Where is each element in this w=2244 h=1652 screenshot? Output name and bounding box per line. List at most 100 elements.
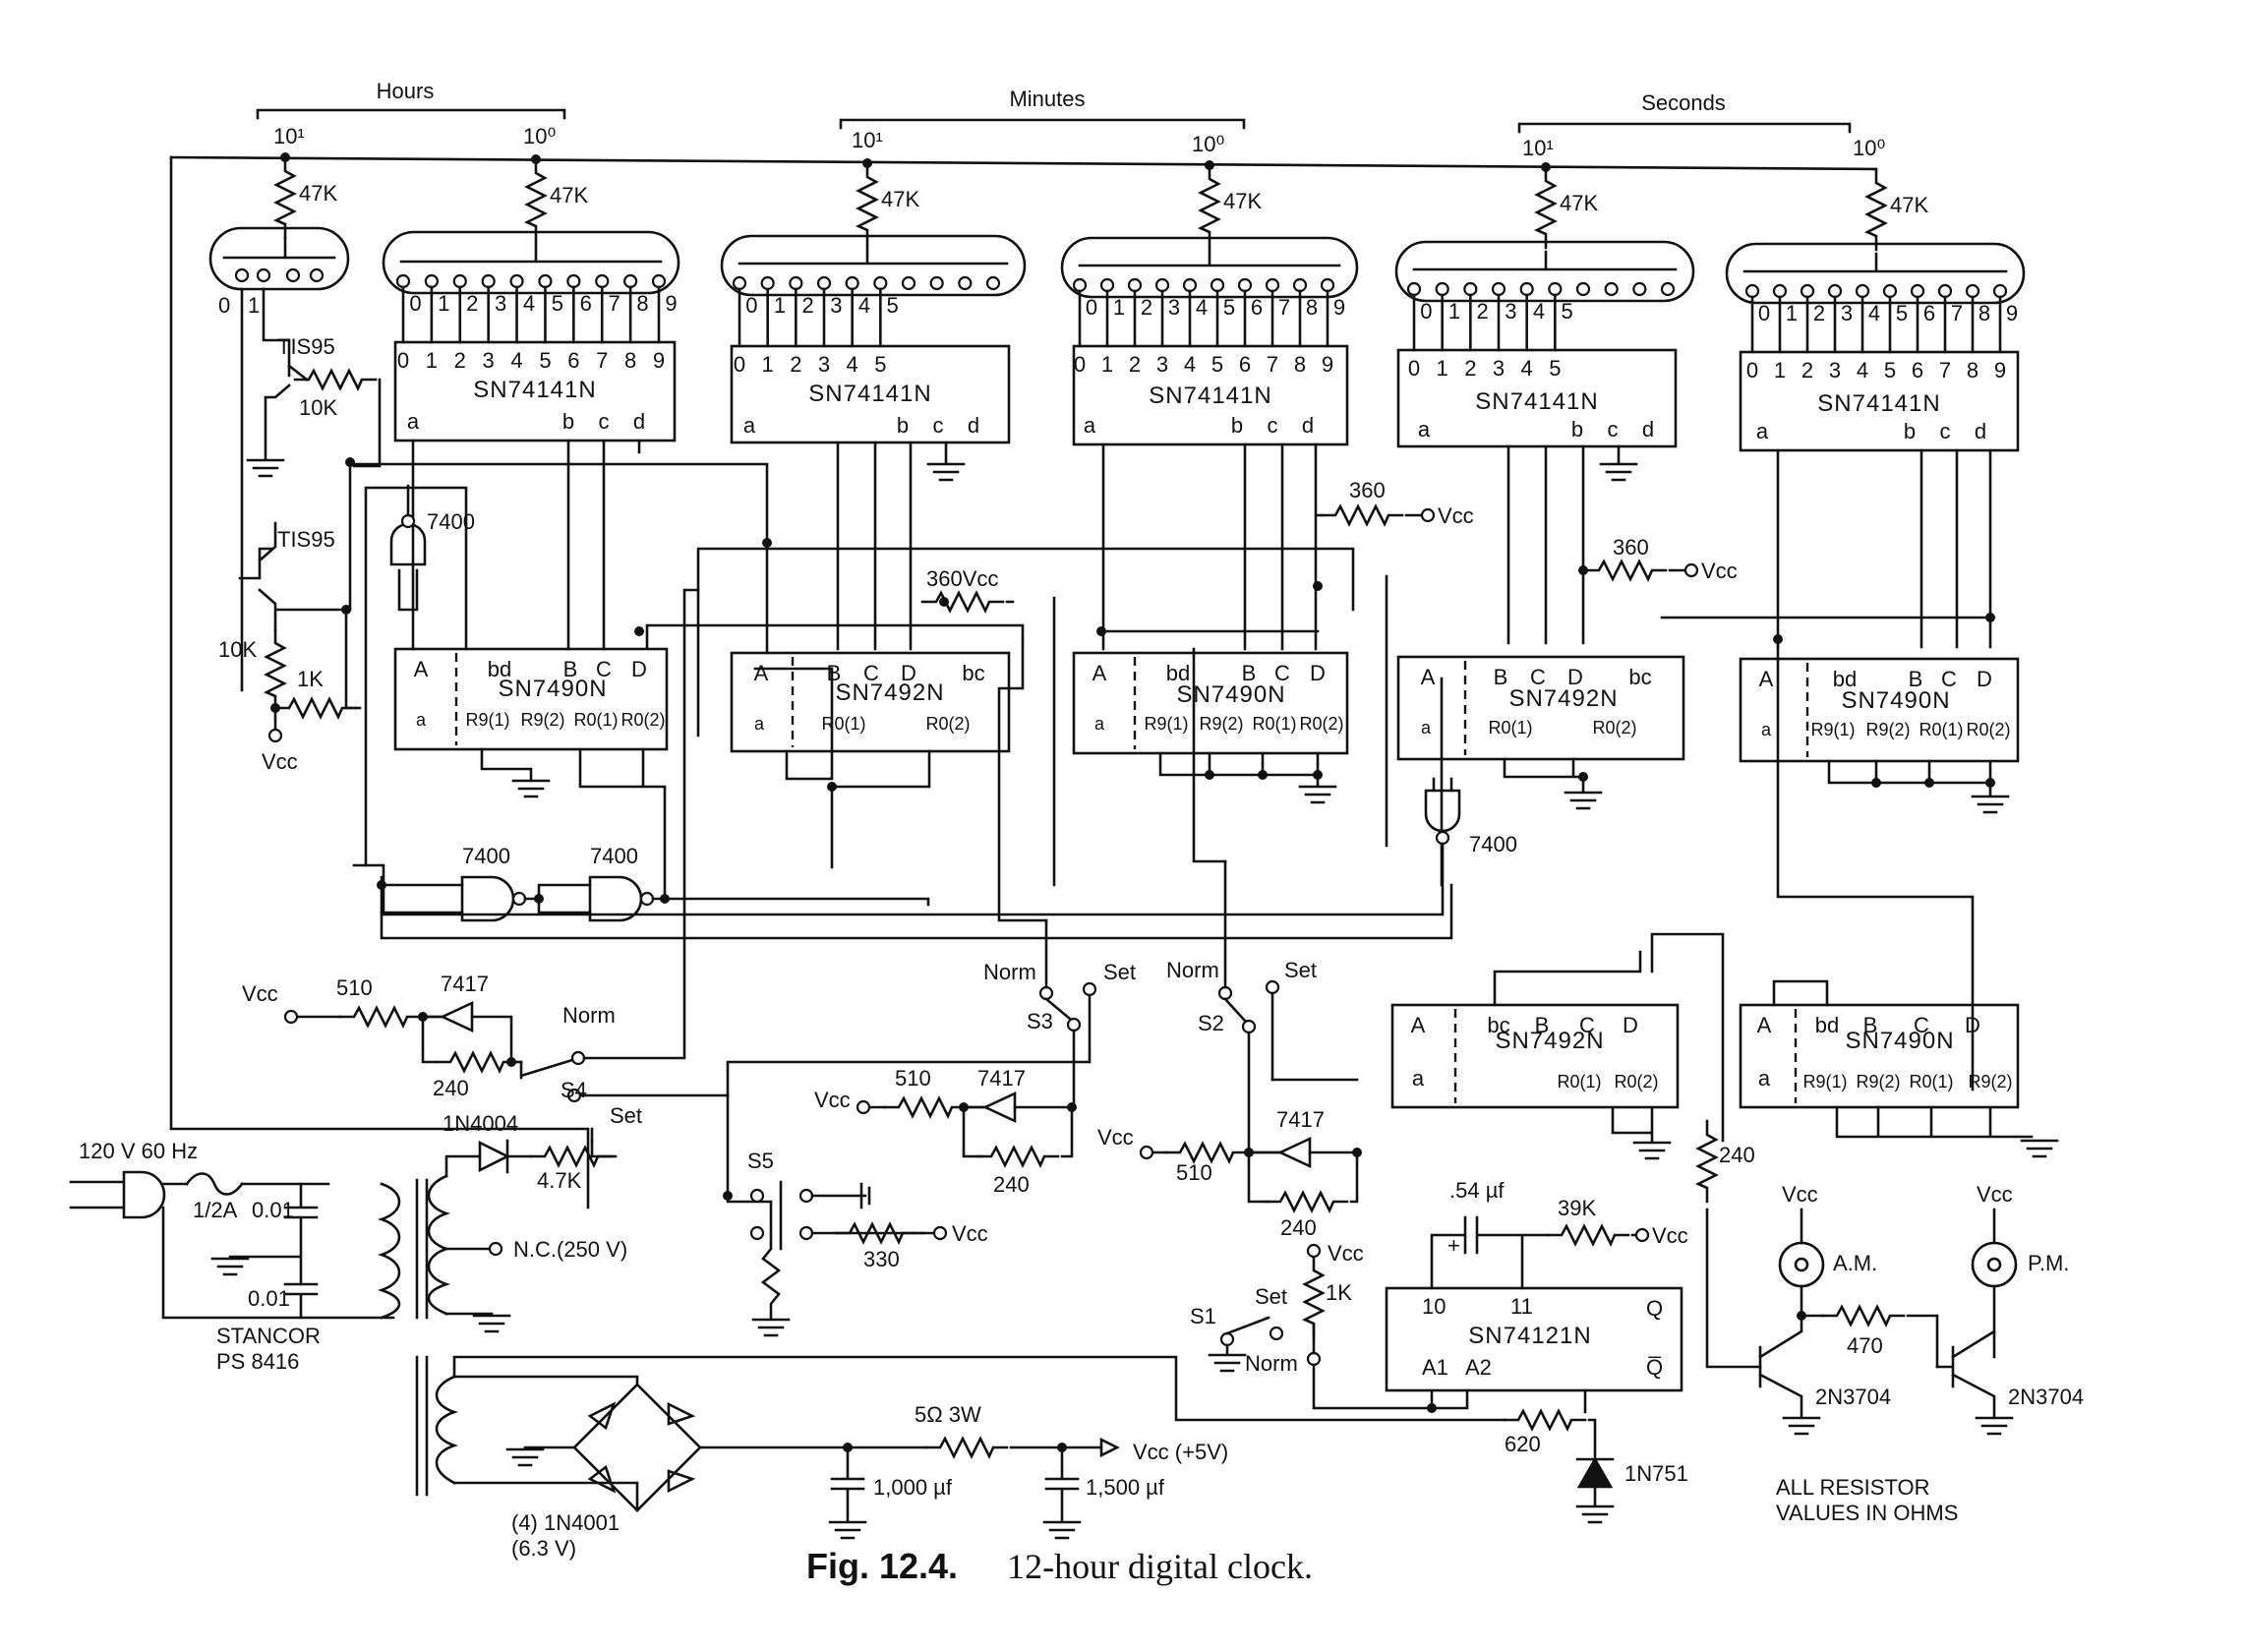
- r240-label-hours: 240: [433, 1076, 469, 1100]
- weight-seconds-units: 10⁰: [1853, 136, 1885, 160]
- am-transistor-label: 2N3704: [1815, 1385, 1891, 1409]
- tube-lead-digit: 7: [609, 291, 620, 316]
- group-braces: [256, 108, 1852, 134]
- tis95-label-lower: TIS95: [277, 527, 335, 552]
- decoder-input-digit: 7: [1267, 352, 1278, 377]
- switch-s2-set: Set: [1284, 958, 1317, 982]
- decoder-input-digit: 1: [426, 348, 438, 373]
- pullup-resistors: [274, 155, 1887, 252]
- tube-pin: [481, 273, 496, 289]
- decoder-input-digit: 8: [624, 348, 636, 373]
- tube-pin: [395, 273, 411, 289]
- counter-bottom-pin: R0(1): [821, 714, 865, 734]
- r330-label: 330: [863, 1247, 900, 1271]
- tube-lead-digit: 1: [1113, 295, 1125, 320]
- switch-s1[interactable]: [1219, 1316, 1469, 1410]
- tube-pin: [509, 273, 524, 289]
- tube-pin: [1660, 281, 1676, 297]
- counter-bottom-pin: R9(1): [465, 710, 509, 730]
- decoder-input-digit: 6: [1912, 358, 1923, 383]
- counter-top-pin: B: [1494, 665, 1508, 689]
- decoder-input-digit: 9: [1994, 358, 2006, 383]
- tube-pin: [1632, 281, 1647, 297]
- tube-pin: [1406, 281, 1422, 297]
- decoder-output-pin: d: [968, 413, 979, 438]
- decoder-output-pin: a: [743, 413, 756, 438]
- tube-lead-digit: 3: [495, 291, 506, 316]
- counter-bottom-pin: R9(2): [1865, 720, 1910, 739]
- counter-seconds-units: [1739, 657, 2020, 763]
- counter-top-pin: D: [1310, 661, 1326, 685]
- pm-label: P.M.: [2028, 1251, 2069, 1275]
- buffer-minutes-tens: [962, 1091, 1074, 1158]
- tube-pin: [1435, 281, 1449, 297]
- vcc-label-pm: Vcc: [1977, 1182, 2013, 1207]
- tube-lead-digit: 4: [858, 293, 870, 318]
- weight-hours-units: 10⁰: [523, 124, 556, 148]
- pullup-label-4: 47K: [1223, 189, 1262, 213]
- tube-pin: [1548, 281, 1563, 297]
- decoder-input-digit: 4: [1184, 352, 1196, 377]
- nand-label-3: 7400: [590, 844, 638, 868]
- zener-diode: [1575, 1456, 1615, 1506]
- tube-pin: [1744, 283, 1760, 299]
- tube-lead-digit: 6: [580, 291, 592, 316]
- carry-wiring: [352, 462, 1995, 1092]
- r510-label-minutes-units: 510: [1176, 1160, 1212, 1185]
- nixie-tube-seconds-tens: [1394, 240, 1695, 303]
- decoder-input-digit: 3: [1156, 352, 1168, 377]
- vcc-label-r360-2: Vcc: [1701, 559, 1738, 583]
- decoder-output-pin: c: [1268, 413, 1278, 438]
- tube-pin: [1910, 283, 1925, 299]
- tube-pin: [958, 275, 973, 291]
- lower-counter2-top-pin: A: [1757, 1013, 1772, 1037]
- lower-counter-wiring: [1493, 932, 2034, 1143]
- switch-s4-set: Set: [610, 1103, 642, 1128]
- tube-pin: [1182, 277, 1198, 293]
- tube-pin: [566, 273, 581, 289]
- counter-minutes-tens: [730, 651, 1011, 753]
- lower-counter2-top-pin: C: [1914, 1013, 1929, 1037]
- transformer: [377, 1174, 459, 1497]
- decoder-output-pin: a: [407, 409, 420, 434]
- decoder-input-digit: 3: [1829, 358, 1841, 383]
- decoder-input-digit: 5: [874, 352, 886, 377]
- switch-s5[interactable]: [723, 1093, 926, 1320]
- tube-lead-digit: 1: [438, 291, 449, 316]
- counter-top-pin: D: [1977, 667, 1992, 691]
- switch-s4-label: S4: [561, 1078, 587, 1102]
- tube-lead-digit: 4: [1196, 295, 1208, 320]
- decoder-input-digit: 1: [1437, 356, 1448, 381]
- tube-lead-digit: 1: [1448, 299, 1460, 324]
- switch-s4[interactable]: [519, 588, 730, 1103]
- base-resistor-label-upper: 10K: [299, 395, 337, 420]
- counter-bottom-pin: R0(1): [1919, 720, 1963, 739]
- am-label: A.M.: [1833, 1251, 1877, 1275]
- counter-top-pin: A: [1092, 661, 1107, 685]
- oneshot-pin-qbar: Q̅: [1646, 1355, 1663, 1380]
- lower-counter2-bottom-pin: R9(2): [1968, 1072, 2012, 1092]
- hour-feedback-bus: [364, 486, 1453, 940]
- switch-s3[interactable]: [1038, 918, 1097, 1109]
- cap-054-plus: +: [1447, 1233, 1460, 1258]
- decoder-output-pin: b: [562, 409, 574, 434]
- tube-lead-digit: 2: [1477, 299, 1489, 324]
- tube-pin: [1519, 281, 1534, 297]
- tube-lead-digit: 8: [1978, 301, 1990, 325]
- tube-lead-digit: 9: [1333, 295, 1345, 320]
- tube-lead-digit: 5: [1896, 301, 1908, 325]
- decoder-output-pin: c: [599, 409, 610, 434]
- decoder-input-digit: 1: [1101, 352, 1113, 377]
- oneshot-pin-q: Q: [1646, 1296, 1663, 1321]
- tube-lead-digit: 3: [1505, 299, 1516, 324]
- tube-lead-digit: 2: [802, 293, 814, 318]
- decoder-output-pin: a: [1084, 413, 1096, 438]
- r510-label-minutes-tens: 510: [895, 1066, 931, 1091]
- switch-s2[interactable]: [1217, 859, 1280, 1154]
- lower-counter-r01: R0(1): [1557, 1072, 1601, 1092]
- lower-counter-top-pin: D: [1623, 1013, 1638, 1037]
- nc-label: N.C.(250 V): [513, 1237, 627, 1262]
- tube-pin: [1292, 277, 1308, 293]
- counter-bottom-pin: R0(2): [1299, 714, 1343, 734]
- decoder-label-5: SN74141N: [1817, 390, 1940, 417]
